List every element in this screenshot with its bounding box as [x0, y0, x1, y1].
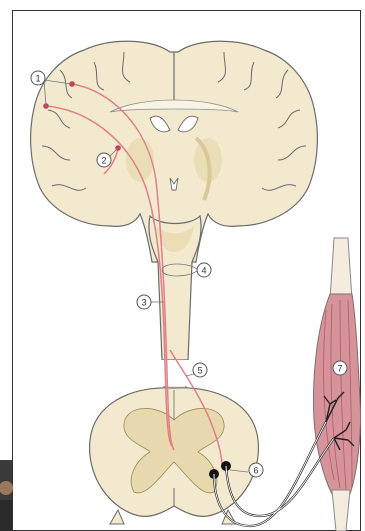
callout-6-label: 6: [253, 466, 258, 476]
callout-4: 4: [197, 263, 211, 277]
callout-5-label: 5: [197, 366, 202, 376]
callout-4-label: 4: [201, 266, 206, 276]
callout-5: 5: [193, 363, 207, 377]
callout-2-label: 2: [101, 156, 106, 166]
callout-3-label: 3: [141, 298, 146, 308]
spinal-cord-cross-section: [90, 388, 259, 524]
callout-1: 1: [31, 71, 45, 85]
callout-3: 3: [137, 295, 151, 309]
callout-2: 2: [97, 153, 111, 167]
muscle-belly: [314, 294, 361, 494]
muscle-tendon-bottom: [332, 490, 350, 531]
muscle-tendon-top: [330, 238, 352, 300]
skeletal-muscle: [314, 238, 361, 531]
cord-gap: [158, 360, 192, 386]
avatar: [0, 460, 13, 531]
basal-ganglia-left: [126, 138, 154, 182]
callout-1-label: 1: [35, 74, 40, 84]
callout-7-label: 7: [337, 364, 342, 374]
callout-7: 7: [333, 361, 347, 375]
callout-6: 6: [249, 463, 263, 477]
